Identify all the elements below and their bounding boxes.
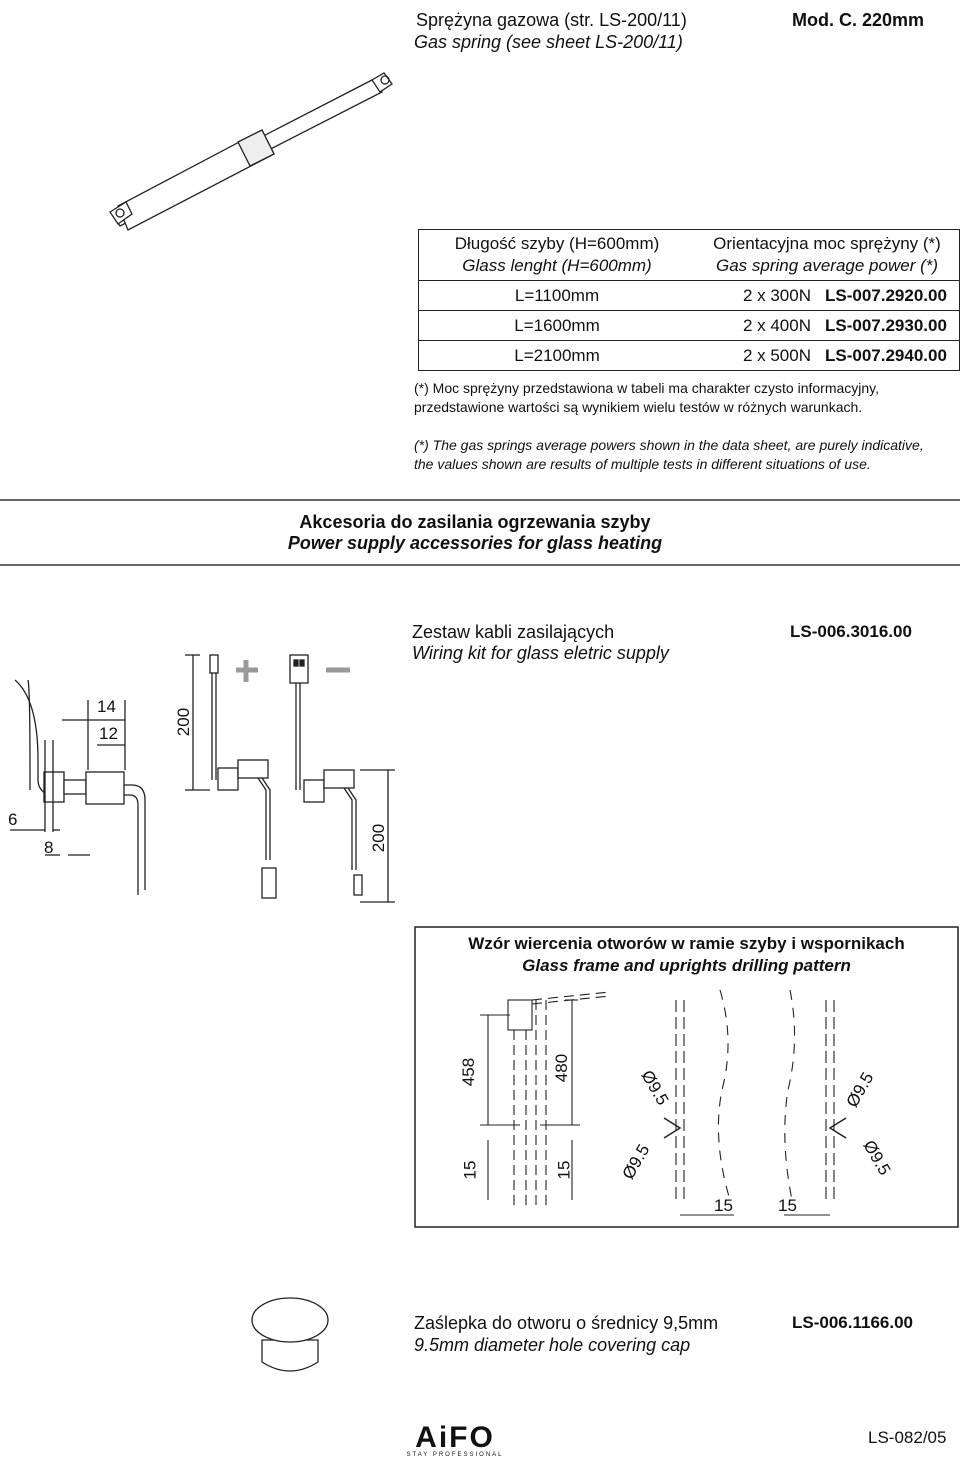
wiring-code: LS-006.3016.00 [790,622,912,641]
dim-480: 480 [552,1053,572,1083]
drilling-title-pl: Wzór wiercenia otworów w ramie szyby i w… [468,934,905,953]
dim-15-c: 15 [714,1196,733,1215]
col2-en: Gas spring average power (*) [715,256,939,275]
note-en-line1: (*) The gas springs average powers shown… [414,437,924,453]
drilling-pattern-drawing [480,989,847,1216]
dim-200-left: 200 [174,707,194,737]
title-pl: Sprężyna gazowa (str. LS-200/11) [416,10,687,30]
dim-458: 458 [459,1057,479,1087]
drilling-title-en: Glass frame and uprights drilling patter… [522,956,851,975]
cap-drawing [251,1297,329,1372]
wiring-name-pl: Zestaw kabli zasilających [412,622,615,642]
dim-14: 14 [97,697,116,716]
accessories-title-en: Power supply accessories for glass heati… [287,533,663,553]
table-header: Długość szyby (H=600mm) Glass lenght (H=… [419,230,959,281]
dim-15-d: 15 [778,1196,797,1215]
note-pl-line2: przedstawione wartości są wynikiem wielu… [414,399,863,415]
sheet-number: LS-082/05 [868,1428,947,1447]
cap-code: LS-006.1166.00 [792,1313,913,1332]
cap-name-en: 9.5mm diameter hole covering cap [414,1335,691,1355]
model-label: Mod. C. 220mm [792,10,925,30]
dim-12: 12 [99,724,118,743]
table-row: L=2100mm 2 x 500N LS-007.2940.00 [419,341,959,371]
note-pl-line1: (*) Moc sprężyny przedstawiona w tabeli … [414,380,880,396]
gas-spring-drawing [109,72,393,231]
wiring-kit-drawing [10,654,395,903]
col1-en: Glass lenght (H=600mm) [462,256,652,275]
cap-name-pl: Zaślepka do otworu o średnicy 9,5mm [414,1313,719,1333]
dim-6: 6 [8,810,18,829]
table-row: L=1100mm 2 x 300N LS-007.2920.00 [419,281,959,311]
table-row: L=1600mm 2 x 400N LS-007.2930.00 [419,311,959,341]
col1-pl: Długość szyby (H=600mm) [454,234,660,253]
dim-8: 8 [44,838,54,857]
wiring-name-en: Wiring kit for glass eletric supply [412,643,669,663]
accessories-title-pl: Akcesoria do zasilania ogrzewania szyby [299,512,651,532]
note-en-line2: the values shown are results of multiple… [414,456,871,472]
dim-15-b: 15 [554,1160,574,1180]
dim-15-a: 15 [460,1160,480,1180]
spring-table: Długość szyby (H=600mm) Glass lenght (H=… [418,229,960,371]
dim-200-right: 200 [369,823,389,853]
brand-logo: AiFO STAY PROFESSIONAL [406,1421,504,1458]
col2-pl: Orientacyjna moc sprężyny (*) [713,234,941,253]
title-en: Gas spring (see sheet LS-200/11) [414,32,683,52]
